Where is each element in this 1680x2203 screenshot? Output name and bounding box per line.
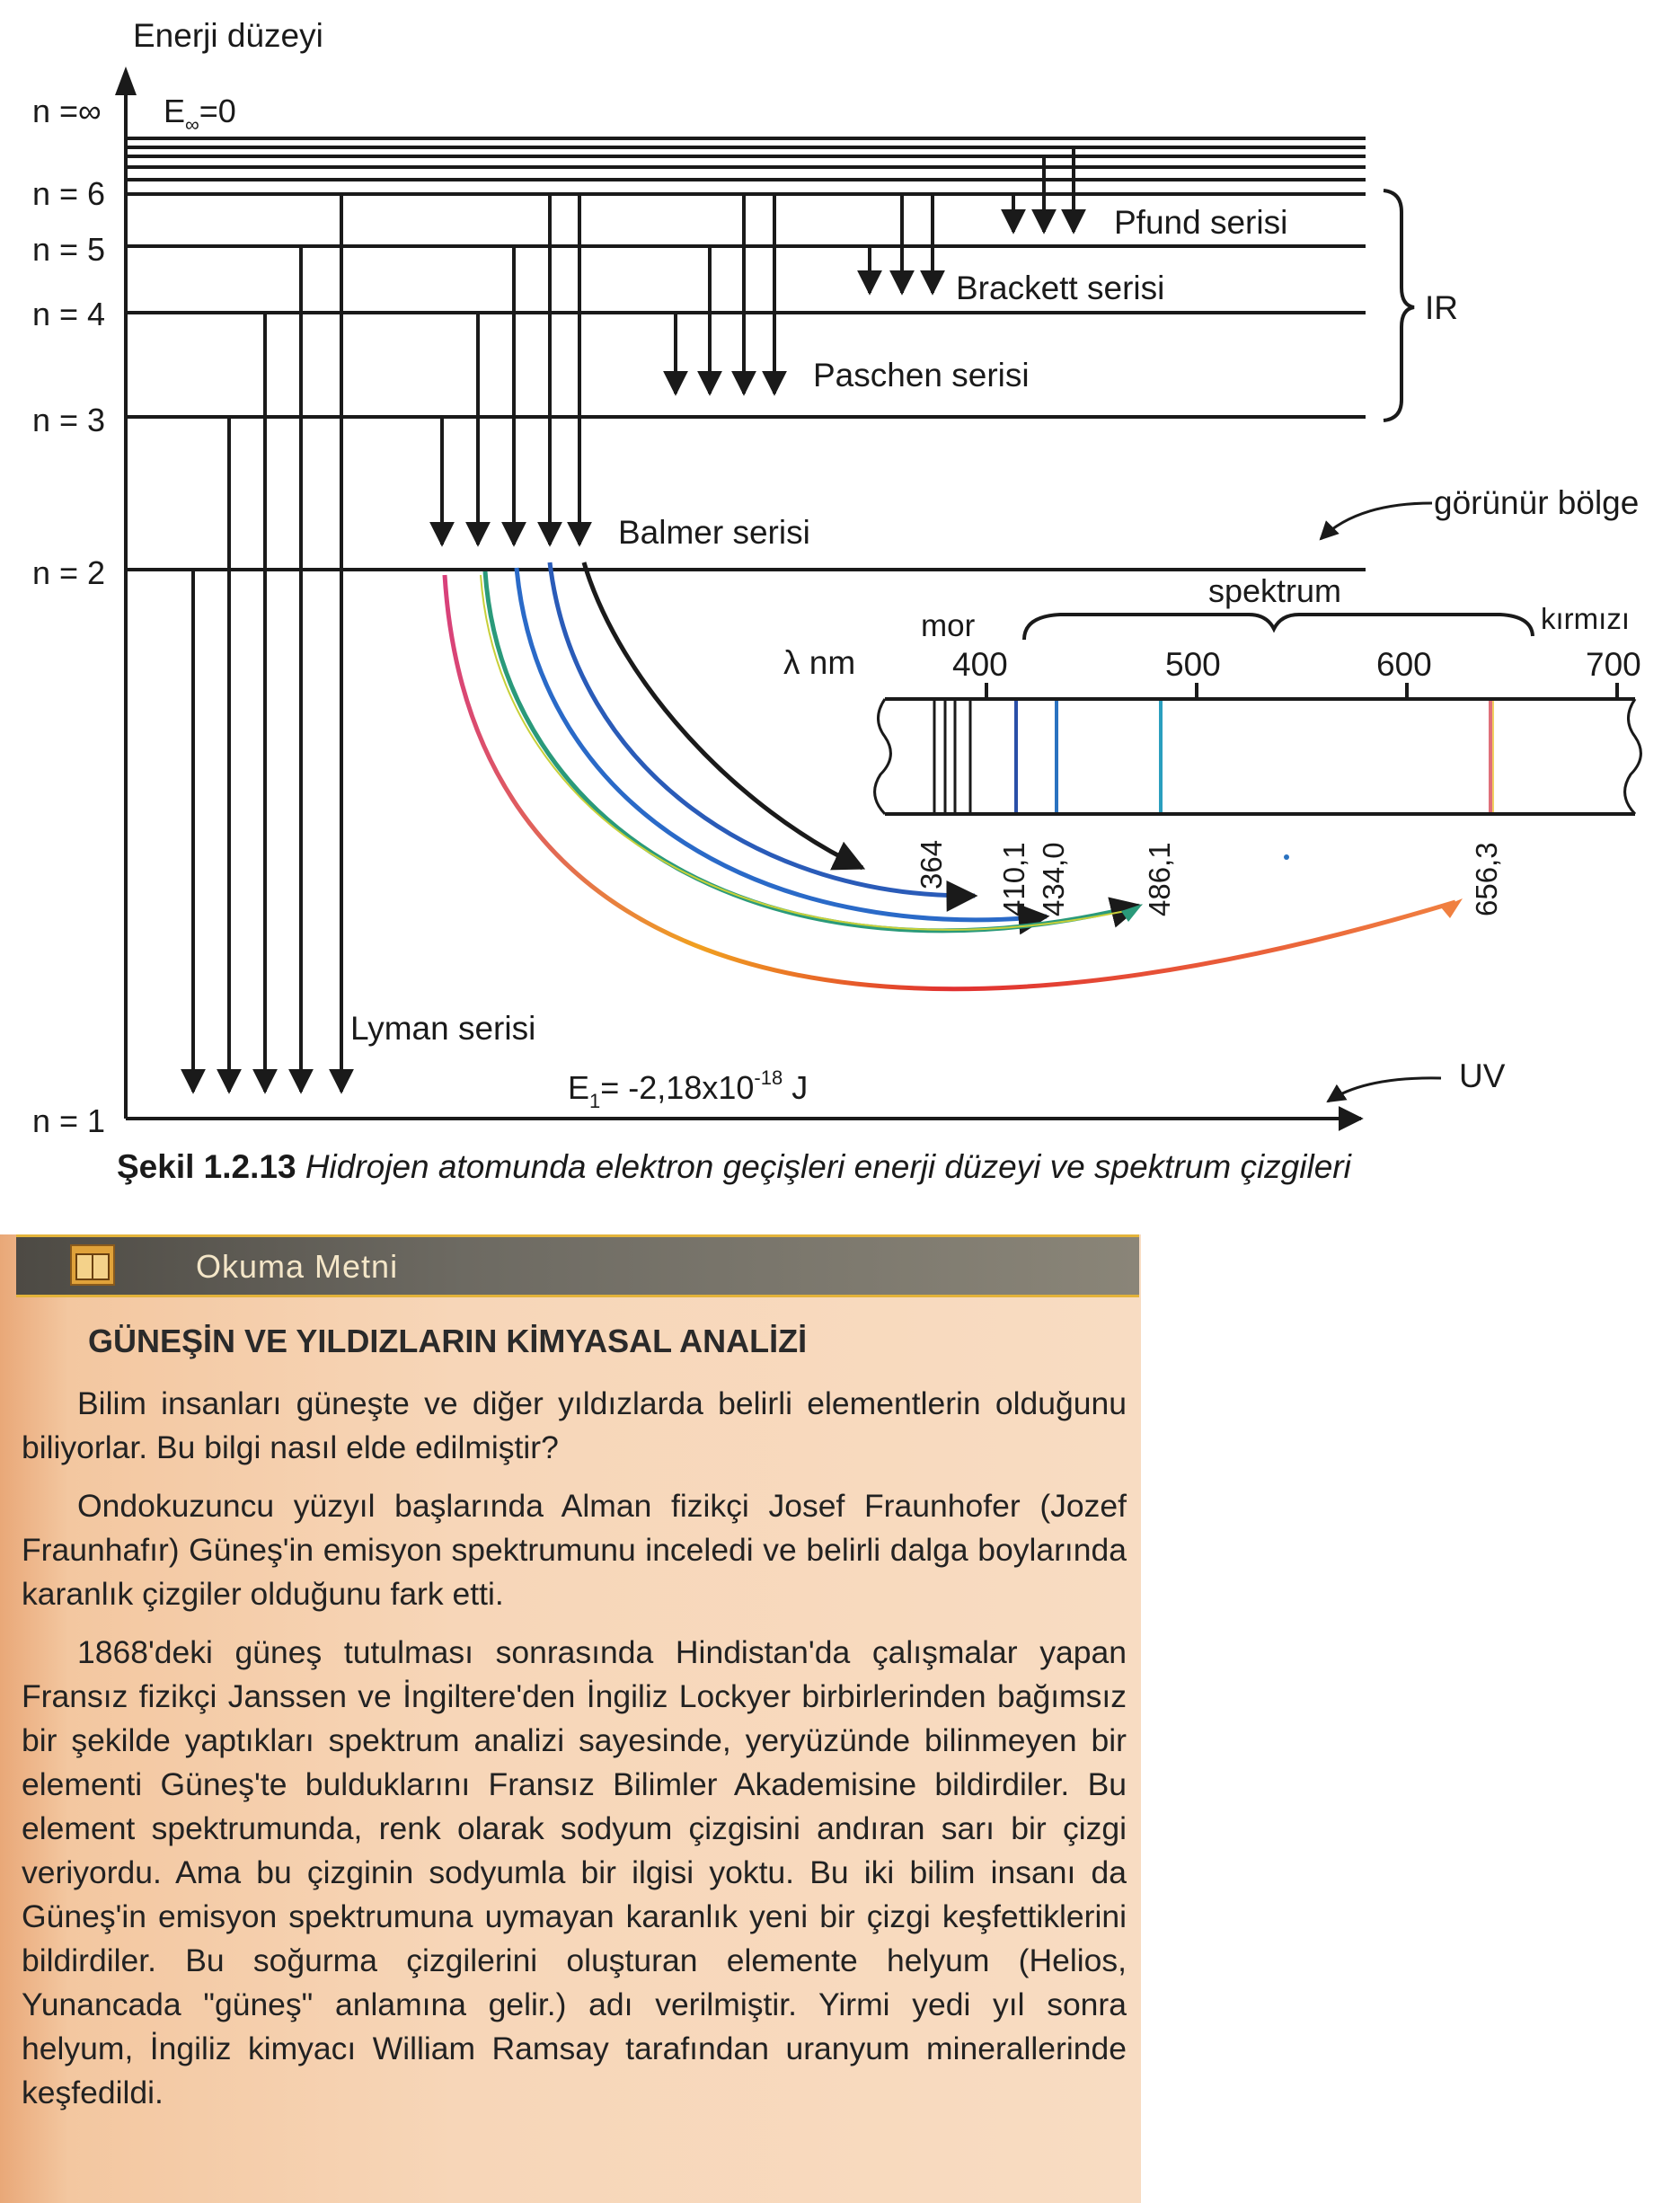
line-label-434: 434,0 [1037, 842, 1070, 916]
book-icon [70, 1244, 115, 1286]
line-label-486: 486,1 [1143, 842, 1176, 916]
visible-region-label: görünür bölge [1434, 484, 1639, 521]
red-label: kırmızı [1541, 602, 1630, 635]
ir-brace [1383, 189, 1415, 422]
ir-label: IR [1425, 289, 1458, 326]
reading-body: Bilim insanları güneşte ve diğer yıldızl… [22, 1382, 1127, 2129]
paschen-arrows [663, 194, 787, 396]
reading-header: Okuma Metni [16, 1234, 1139, 1297]
reading-box: Okuma Metni GÜNEŞİN VE YILDIZLARIN KİMYA… [0, 1234, 1141, 2203]
lyman-series-label: Lyman serisi [350, 1010, 535, 1047]
caption-number: Şekil 1.2.13 [117, 1148, 296, 1185]
paschen-series-label: Paschen serisi [813, 357, 1030, 394]
level-label-6: n = 6 [32, 175, 105, 212]
level-label-3: n = 3 [32, 402, 105, 438]
uv-pointer [1326, 1076, 1442, 1103]
spectrum-dot [1284, 854, 1289, 860]
caption-text: Hidrojen atomunda elektron geçişleri ene… [296, 1148, 1351, 1185]
lambda-label: λ nm [783, 644, 855, 681]
balmer-curves [442, 562, 1456, 992]
e-infinity: E∞=0 [164, 93, 236, 136]
figure-caption: Şekil 1.2.13 Hidrojen atomunda elektron … [117, 1148, 1644, 1186]
lyman-arrows [181, 194, 354, 1094]
tick-600: 600 [1376, 646, 1432, 683]
tick-700: 700 [1586, 646, 1641, 683]
brackett-series-label: Brackett serisi [956, 270, 1164, 306]
spectrum-label: spektrum [1208, 572, 1341, 609]
tick-marks [985, 683, 1619, 699]
paragraph-2: Ondokuzuncu yüzyıl başlarında Alman fizi… [22, 1488, 1127, 1612]
pfund-arrows [1001, 147, 1086, 234]
balmer-series-label: Balmer serisi [618, 514, 810, 551]
level-label-1: n = 1 [32, 1102, 105, 1139]
energy-axis-label: Enerji düzeyi [133, 17, 323, 54]
paragraph-1: Bilim insanları güneşte ve diğer yıldızl… [22, 1385, 1127, 1465]
spectrum-strip [873, 697, 1642, 816]
line-label-410: 410,1 [997, 842, 1030, 916]
reading-title: GÜNEŞİN VE YILDIZLARIN KİMYASAL ANALİZİ [88, 1323, 808, 1359]
line-label-364: 364 [915, 840, 948, 889]
brackett-arrows [857, 194, 945, 296]
level-label-5: n = 5 [32, 231, 105, 268]
tick-400: 400 [952, 646, 1008, 683]
level-label-inf: n =∞ [32, 93, 102, 129]
balmer-arrows [429, 194, 592, 547]
e1-energy: E1= -2,18x10-18 J [568, 1066, 808, 1112]
spectrum-brace [1022, 613, 1534, 641]
tick-500: 500 [1165, 646, 1221, 683]
level-label-4: n = 4 [32, 296, 105, 332]
h-beta-arrowhead [1121, 904, 1143, 922]
energy-axis-arrowhead [115, 66, 137, 95]
energy-level-diagram: Enerji düzeyi n =∞ n = 6 n = 5 n = 4 n =… [32, 17, 1642, 1139]
uv-label: UV [1459, 1057, 1506, 1094]
violet-label: mor [921, 608, 976, 643]
paragraph-3: 1868'deki güneş tutulması sonrasında Hin… [22, 1634, 1127, 2110]
reading-label: Okuma Metni [196, 1248, 399, 1285]
visible-region-pointer [1319, 501, 1433, 541]
level-label-2: n = 2 [32, 554, 105, 591]
h-alpha-arrowhead [1441, 898, 1463, 918]
line-label-656: 656,3 [1470, 842, 1503, 916]
pfund-series-label: Pfund serisi [1114, 204, 1287, 241]
